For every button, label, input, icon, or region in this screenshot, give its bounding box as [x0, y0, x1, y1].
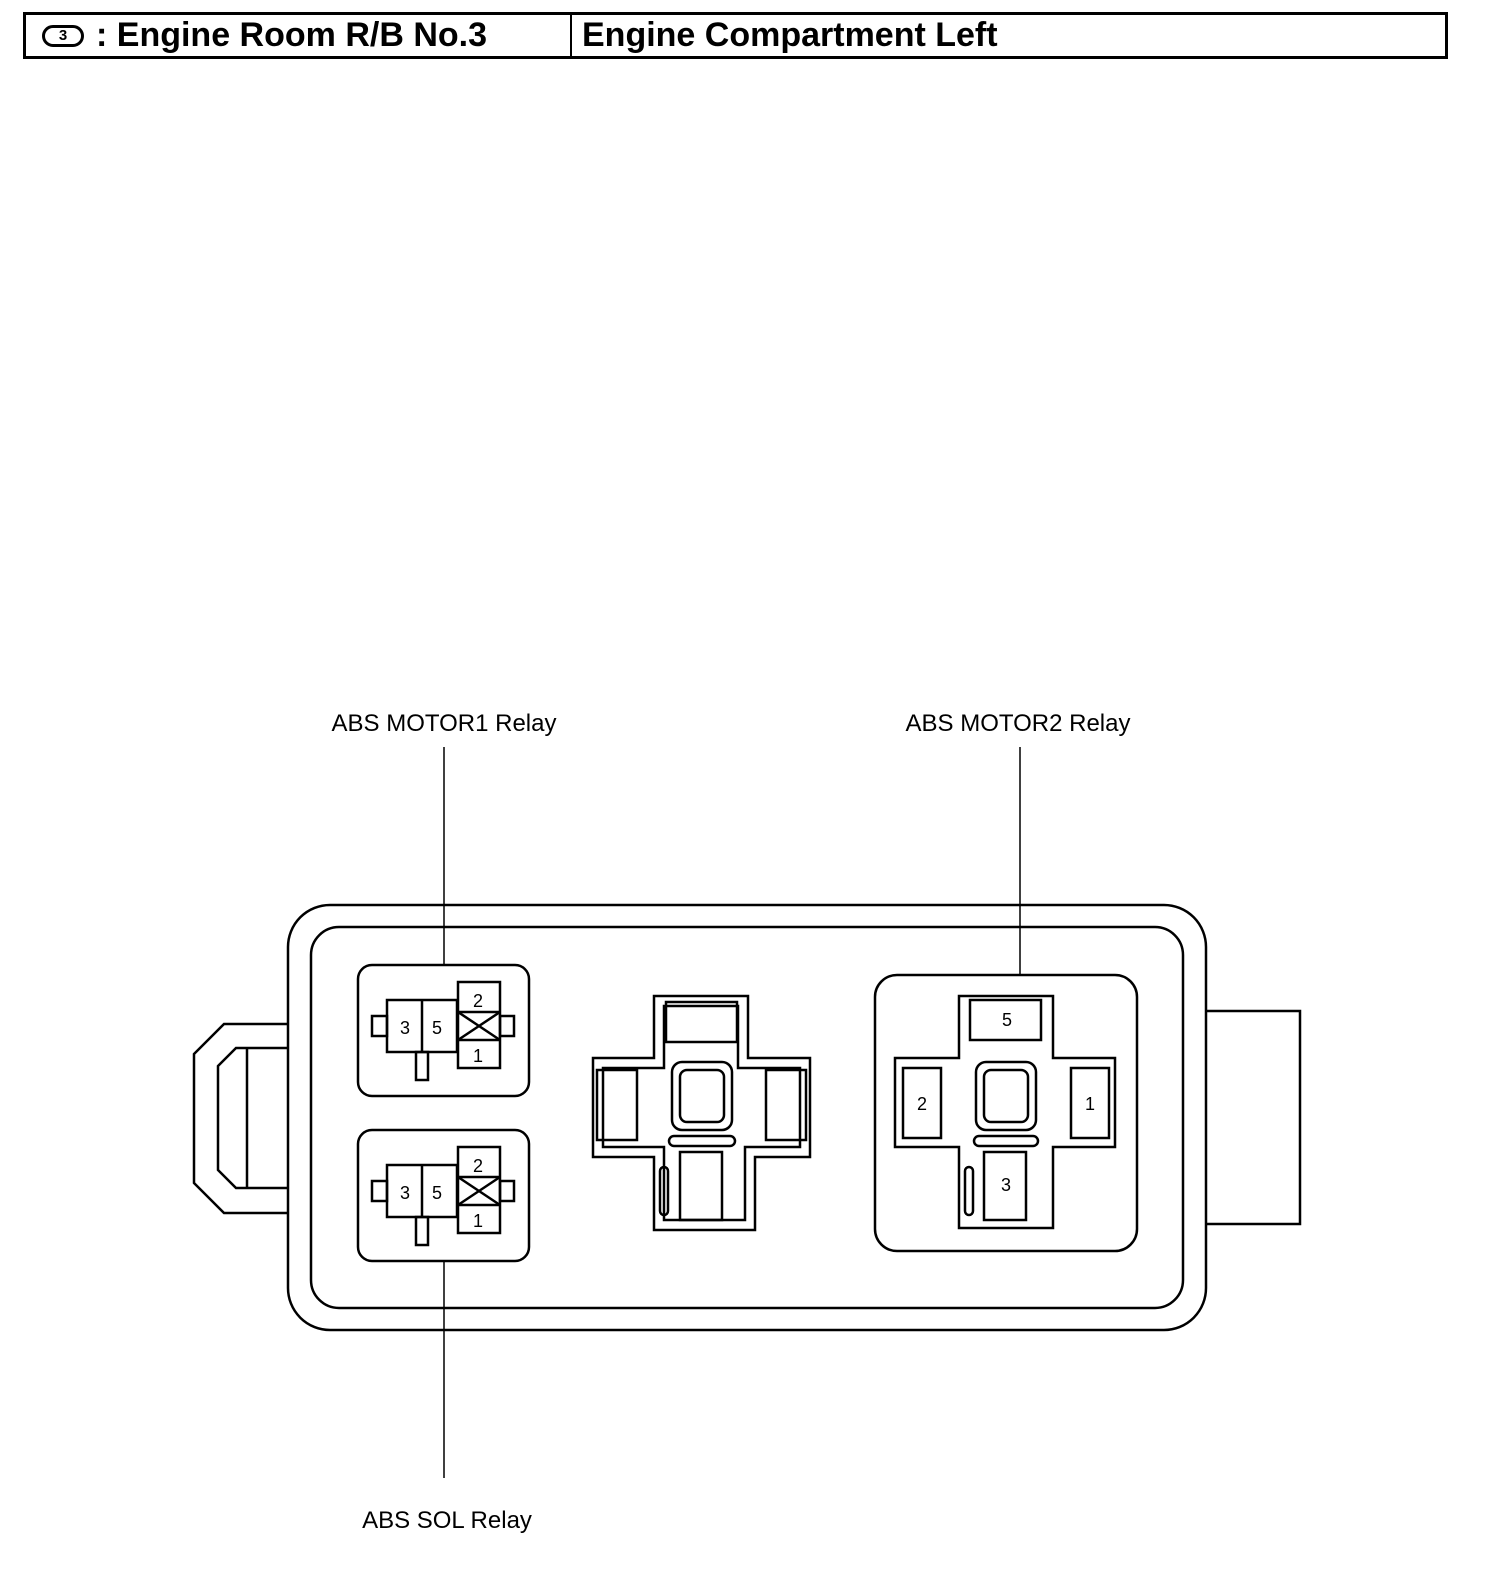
block-housing-outer: [286, 903, 1208, 1332]
sol-pin-1: 1: [473, 1211, 483, 1231]
motor1-pin-2: 2: [473, 991, 483, 1011]
motor1-pin-1: 1: [473, 1046, 483, 1066]
header-left-cell: 3 : Engine Room R/B No.3: [26, 15, 572, 56]
abs-motor1-relay-socket: [356, 963, 531, 1098]
diagram-header: 3 : Engine Room R/B No.3 Engine Compartm…: [23, 12, 1448, 59]
junction-block-title: : Engine Room R/B No.3: [96, 16, 487, 54]
abs-motor1-relay-label: ABS MOTOR1 Relay: [332, 710, 557, 737]
motor2-pin-2: 2: [917, 1094, 927, 1114]
item-number-badge: 3: [42, 24, 84, 47]
abs-motor2-relay-socket: [873, 973, 1139, 1253]
block-housing-inner: [309, 925, 1185, 1310]
motor2-pin-3: 3: [1001, 1175, 1011, 1195]
abs-sol-relay-label: ABS SOL Relay: [362, 1507, 532, 1534]
motor2-pin-5: 5: [1002, 1010, 1012, 1030]
sol-pin-5: 5: [432, 1183, 442, 1203]
left-mount-tab-inner: [216, 1046, 288, 1190]
motor2-pin-1: 1: [1085, 1094, 1095, 1114]
motor1-pin-5: 5: [432, 1018, 442, 1038]
abs-sol-relay-socket: [356, 1128, 531, 1263]
sol-pin-2: 2: [473, 1156, 483, 1176]
abs-motor2-relay-label: ABS MOTOR2 Relay: [906, 710, 1131, 737]
location-label: Engine Compartment Left: [582, 16, 998, 54]
right-connector-tab: [1206, 1009, 1302, 1226]
left-mount-tab: [192, 1022, 288, 1215]
sol-pin-3: 3: [400, 1183, 410, 1203]
motor1-pin-3: 3: [400, 1018, 410, 1038]
empty-relay-socket: [591, 994, 812, 1232]
